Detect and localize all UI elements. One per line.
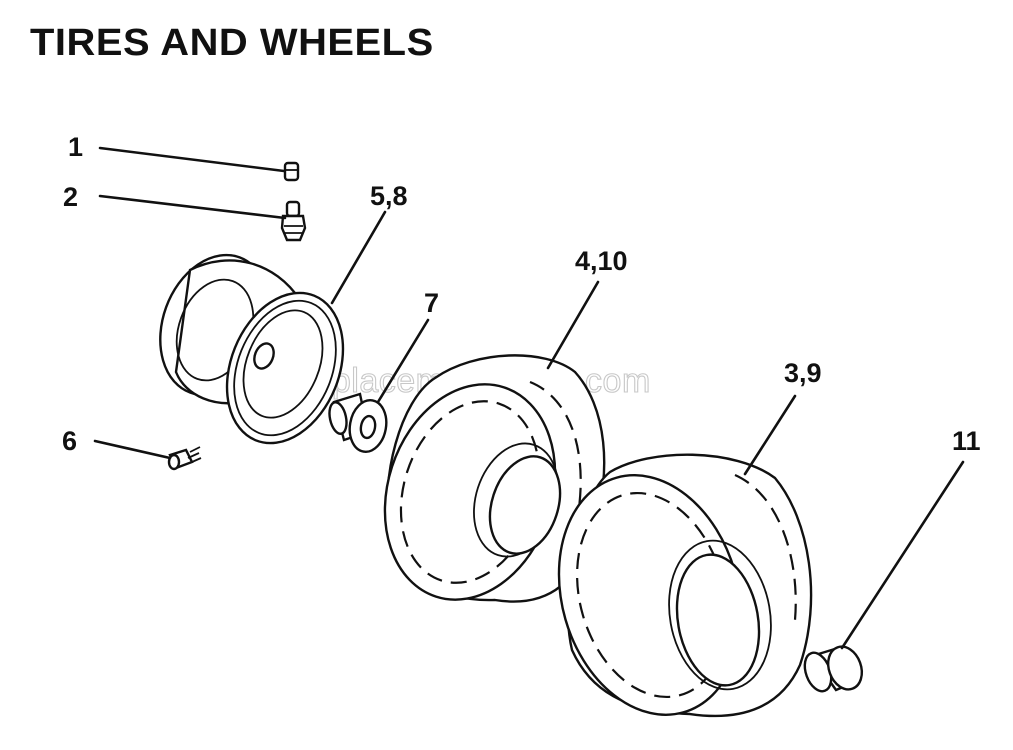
part-rear-tire xyxy=(557,453,813,718)
part-wheel-rim xyxy=(159,253,345,445)
part-valve-cap xyxy=(283,161,300,182)
diagram-title: TIRES AND WHEELS xyxy=(30,22,434,64)
part-front-tire xyxy=(383,354,606,603)
leader-line-4-10 xyxy=(546,280,600,370)
callout-6: 6 xyxy=(62,426,77,456)
callout-4-10: 4,10 xyxy=(575,246,628,276)
callout-7: 7 xyxy=(424,288,439,318)
callout-3-9: 3,9 xyxy=(784,358,822,388)
part-bushing xyxy=(328,392,388,453)
callout-5-8: 5,8 xyxy=(370,181,408,211)
leader-line-2 xyxy=(98,194,287,220)
callout-1: 1 xyxy=(68,132,83,162)
part-wheel-bolt xyxy=(167,446,202,471)
part-valve-stem xyxy=(280,200,307,242)
leader-line-1 xyxy=(98,146,286,173)
leader-line-3-9 xyxy=(743,394,797,476)
callout-11: 11 xyxy=(952,426,981,456)
leader-line-6 xyxy=(93,439,172,460)
leader-line-11 xyxy=(840,460,965,650)
leader-line-5-8 xyxy=(330,210,387,305)
leader-line-7 xyxy=(376,318,430,404)
part-hub-cap xyxy=(803,645,864,693)
callout-2: 2 xyxy=(63,182,78,212)
